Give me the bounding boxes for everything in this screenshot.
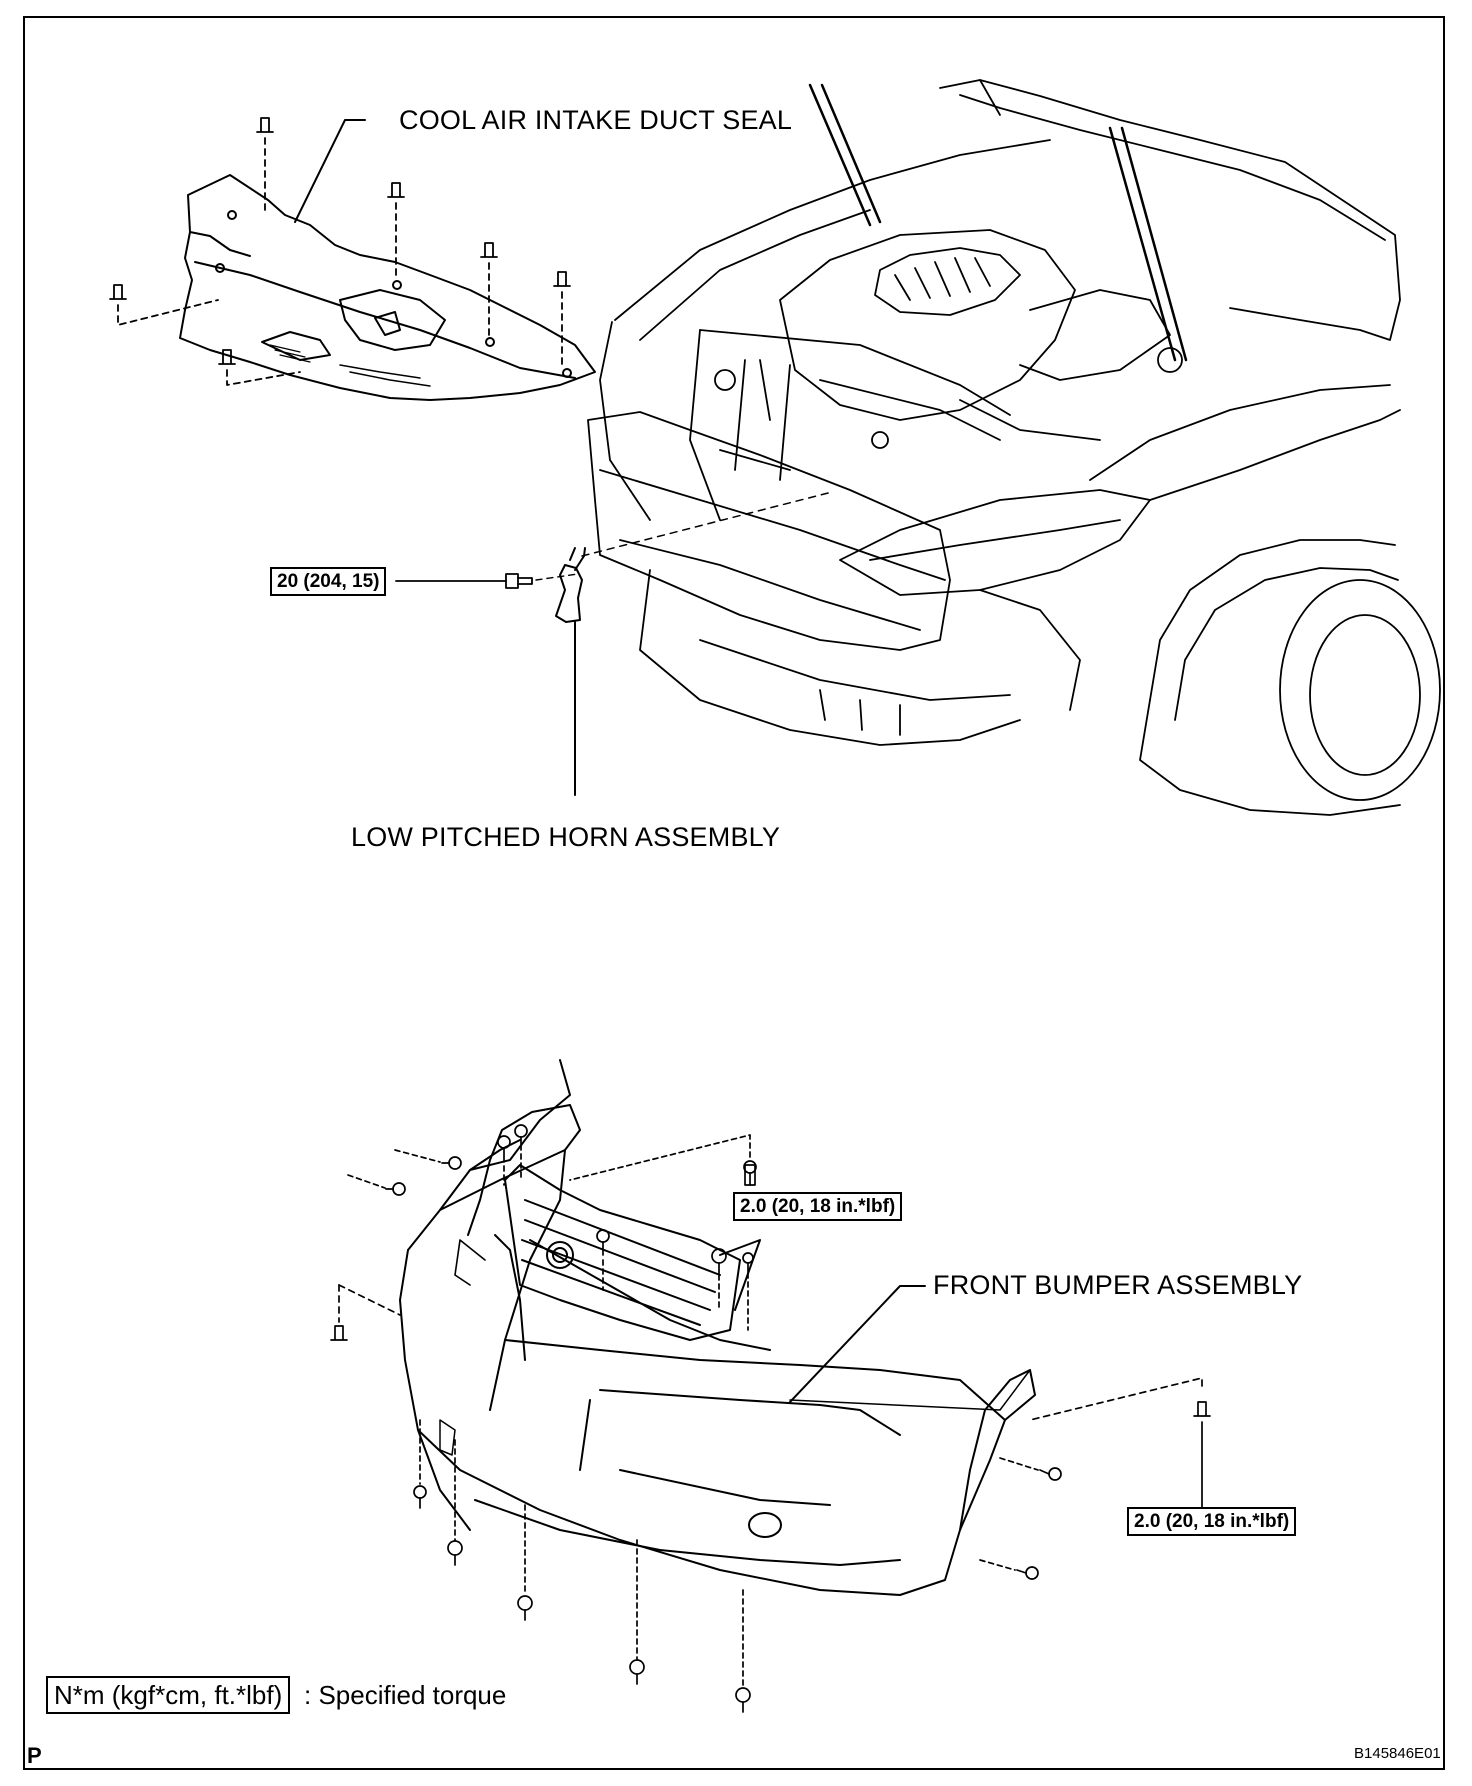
cool-air-intake-duct-seal-label: COOL AIR INTAKE DUCT SEAL — [399, 105, 793, 135]
duct-seal-clips — [109, 117, 571, 386]
bumper-side-torque-spec: 2.0 (20, 18 in.*lbf) — [1127, 1507, 1297, 1536]
bumper-fasteners — [330, 1124, 1211, 1713]
torque-unit-legend-box: N*m (kgf*cm, ft.*lbf) — [46, 1676, 291, 1714]
horn-torque-spec: 20 (204, 15) — [270, 567, 387, 596]
front-bumper-assembly-label: FRONT BUMPER ASSEMBLY — [933, 1270, 1303, 1300]
vehicle-engine-bay — [587, 79, 1441, 816]
low-pitched-horn-part — [555, 491, 833, 796]
low-pitched-horn-assembly-label: LOW PITCHED HORN ASSEMBLY — [351, 822, 781, 852]
page-mark: P — [27, 1743, 42, 1768]
horn-bolt — [395, 573, 579, 589]
cool-air-intake-duct-seal-part — [179, 174, 596, 401]
duct-seal-leader-line — [294, 119, 366, 223]
bumper-leader-line — [789, 1285, 926, 1403]
bumper-upper-torque-spec: 2.0 (20, 18 in.*lbf) — [733, 1192, 903, 1221]
figure-border — [23, 16, 1445, 1770]
figure-code: B145846E01 — [1354, 1745, 1441, 1762]
torque-legend-description: : Specified torque — [304, 1680, 507, 1710]
front-bumper-part — [399, 1059, 1036, 1596]
